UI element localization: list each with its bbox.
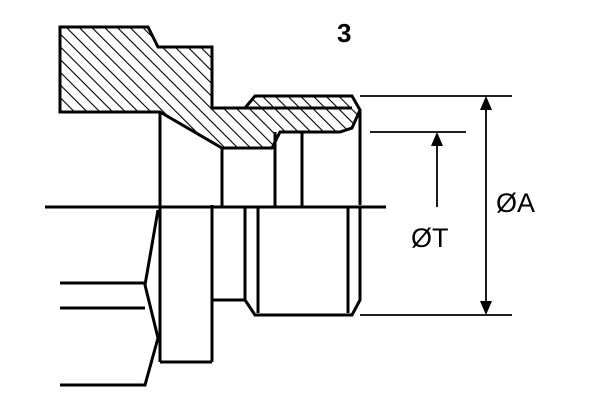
- body-outline: [60, 112, 245, 387]
- thread-diameter-label: ØT: [411, 223, 449, 253]
- thread-section: [243, 207, 362, 317]
- arrow-a-top: [480, 96, 492, 110]
- figure-number: 3: [337, 18, 351, 48]
- arrow-a-bottom: [480, 301, 492, 315]
- pipe-lines: [60, 281, 145, 310]
- dimension-lines: [360, 95, 512, 316]
- nut-outline: [220, 106, 362, 207]
- outer-diameter-label: ØA: [496, 188, 535, 218]
- arrow-t-top: [431, 132, 443, 146]
- body-section-hatch: [58, 25, 362, 150]
